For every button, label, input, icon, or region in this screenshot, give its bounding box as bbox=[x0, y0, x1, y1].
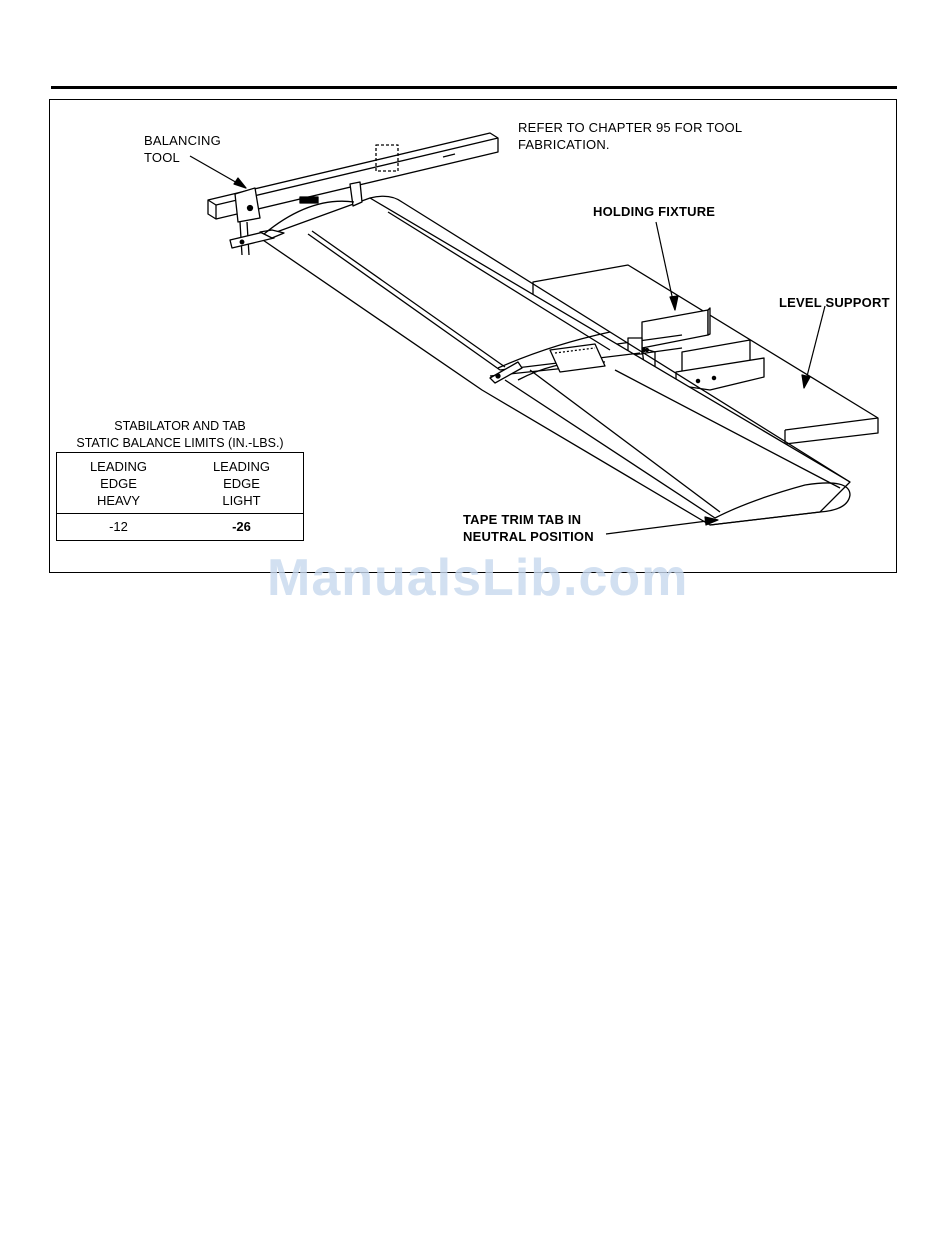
header-cell-line: LIGHT bbox=[184, 492, 299, 509]
holding-fixture-label: HOLDING FIXTURE bbox=[593, 203, 715, 220]
value-leading-edge-light: -26 bbox=[180, 514, 304, 541]
header-leading-edge-heavy: LEADING EDGE HEAVY bbox=[57, 453, 181, 514]
table-row: -12 -26 bbox=[57, 514, 304, 541]
top-rule bbox=[51, 86, 897, 89]
balancing-tool-label-line2: TOOL bbox=[144, 149, 180, 166]
header-cell-line: LEADING bbox=[61, 458, 176, 475]
limits-table-title-line1: STABILATOR AND TAB bbox=[52, 418, 308, 435]
header-cell-line: EDGE bbox=[61, 475, 176, 492]
refer-note-line1: REFER TO CHAPTER 95 FOR TOOL bbox=[518, 119, 742, 136]
figure-frame: BALANCING TOOL REFER TO CHAPTER 95 FOR T… bbox=[49, 99, 897, 573]
balancing-tool-label-line1: BALANCING bbox=[144, 132, 221, 149]
header-leading-edge-light: LEADING EDGE LIGHT bbox=[180, 453, 304, 514]
header-cell-line: HEAVY bbox=[61, 492, 176, 509]
balance-limits-table: LEADING EDGE HEAVY LEADING EDGE LIGHT -1… bbox=[56, 452, 304, 541]
watermark: ManualsLib.com bbox=[267, 548, 688, 608]
tape-trim-label-line1: TAPE TRIM TAB IN bbox=[463, 511, 581, 528]
header-cell-line: LEADING bbox=[184, 458, 299, 475]
limits-table-title: STABILATOR AND TAB STATIC BALANCE LIMITS… bbox=[52, 418, 308, 452]
limits-table-title-line2: STATIC BALANCE LIMITS (IN.-LBS.) bbox=[52, 435, 308, 452]
header-cell-line: EDGE bbox=[184, 475, 299, 492]
level-support-label: LEVEL SUPPORT bbox=[779, 294, 890, 311]
value-leading-edge-heavy: -12 bbox=[57, 514, 181, 541]
table-header-row: LEADING EDGE HEAVY LEADING EDGE LIGHT bbox=[57, 453, 304, 514]
refer-note-line2: FABRICATION. bbox=[518, 136, 610, 153]
tape-trim-label-line2: NEUTRAL POSITION bbox=[463, 528, 594, 545]
